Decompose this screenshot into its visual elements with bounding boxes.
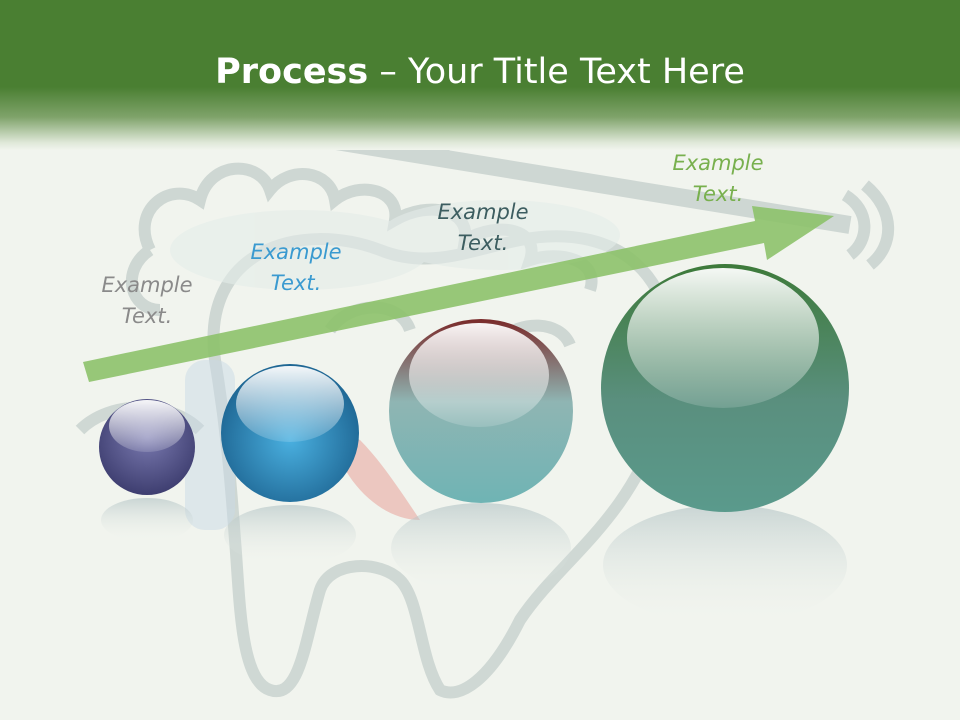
step-1-label: Example Text. bbox=[101, 273, 193, 328]
step-4-label: Example Text. bbox=[672, 151, 764, 206]
header-band bbox=[0, 0, 960, 150]
page-title: Process – Your Title Text Here bbox=[0, 52, 960, 92]
sphere-2 bbox=[221, 364, 359, 502]
title-bold: Process bbox=[215, 52, 369, 92]
step-2-label: Example Text. bbox=[250, 240, 342, 295]
sphere-3 bbox=[389, 319, 573, 503]
title-rest: – Your Title Text Here bbox=[368, 52, 745, 92]
sphere-2-reflection bbox=[224, 505, 356, 565]
step-3-label: Example Text. bbox=[437, 200, 529, 255]
sphere-1 bbox=[99, 399, 195, 495]
sphere-4-reflection bbox=[603, 505, 847, 625]
sphere-1-reflection bbox=[101, 498, 193, 542]
sphere-3-reflection bbox=[391, 503, 571, 593]
sphere-4 bbox=[601, 264, 849, 512]
arrow-icon bbox=[83, 206, 834, 382]
